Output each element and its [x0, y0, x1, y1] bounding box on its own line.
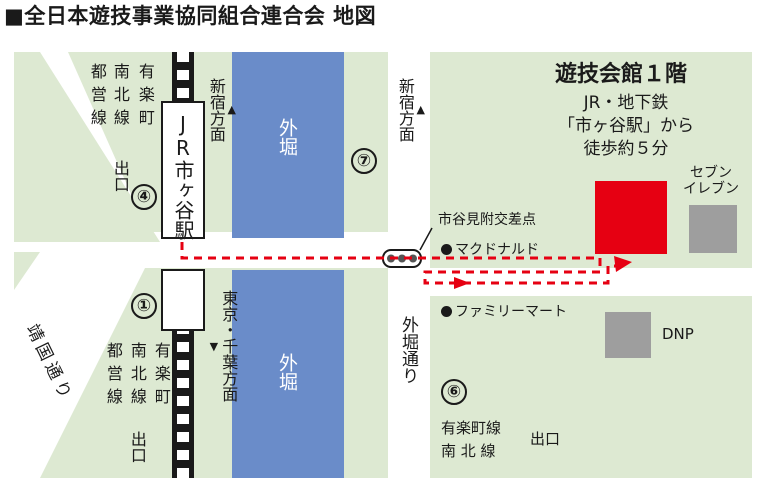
- exit1-line-1: 有楽町: [151, 342, 171, 411]
- mcdonalds-landmark: マクドナルド: [441, 243, 539, 257]
- destination-access-2: 「市ヶ谷駅」から: [558, 116, 694, 136]
- exit-6-marker: ⑥: [441, 379, 467, 405]
- intersection-label: 市谷見附交差点: [438, 212, 536, 228]
- familymart-landmark: ファミリーマート: [441, 305, 567, 319]
- landmark-dot-icon: [441, 306, 452, 317]
- block-west: [14, 252, 40, 290]
- destination-access-3: 徒歩約５分: [583, 139, 669, 159]
- moat-north: [232, 52, 344, 238]
- direction-west-north: ▲新宿方面: [206, 78, 239, 142]
- exit1-exit-label: 出口: [127, 431, 147, 463]
- moat-north-label: 外堀: [276, 118, 298, 156]
- exit6-line-1: 有楽町線: [441, 419, 502, 437]
- station-platform-south: [161, 269, 205, 331]
- triangle-up-icon: ▲: [225, 102, 239, 116]
- exit-4-marker: ④: [131, 184, 157, 210]
- station-name: JR市ヶ谷駅: [171, 112, 195, 240]
- route-arrowhead-icon: [614, 256, 632, 272]
- exit1-line-2: 南北線: [127, 342, 147, 411]
- moat-south: [232, 270, 344, 478]
- direction-east-north: ▲新宿方面: [395, 78, 428, 142]
- direction-east-north-label: 新宿方面: [395, 78, 415, 142]
- landmark-dot-icon: [441, 244, 452, 255]
- exit1-line-3: 都営線: [103, 342, 123, 411]
- seven-eleven-building: [689, 205, 737, 253]
- exit4-line-2: 南北線: [110, 63, 130, 132]
- walking-route: [180, 242, 620, 285]
- exit4-line-3: 都営線: [87, 63, 107, 132]
- station-building: [161, 101, 205, 239]
- sotobori-street-label: 外堀通り: [398, 316, 418, 384]
- block-east-north: [430, 52, 752, 268]
- exit-7-marker: ⑦: [351, 148, 377, 174]
- exit4-line-1: 有楽町: [135, 63, 155, 132]
- destination-building: [595, 181, 667, 254]
- exit4-exit-label: 出口: [110, 160, 130, 192]
- moat-south-label: 外堀: [276, 353, 298, 391]
- direction-south: 東京・千葉方面▼: [207, 290, 239, 402]
- dnp-building: [605, 312, 651, 358]
- seven-eleven-line-2: イレブン: [683, 181, 739, 198]
- triangle-down-icon: ▼: [207, 339, 221, 353]
- direction-west-north-label: 新宿方面: [206, 78, 226, 142]
- map-title: ■全日本遊技事業協同組合連合会 地図: [4, 4, 377, 28]
- triangle-up-icon: ▲: [414, 102, 428, 116]
- direction-south-label: 東京・千葉方面: [219, 290, 239, 402]
- mcdonalds-label: マクドナルド: [455, 242, 539, 258]
- dnp-label: DNP: [662, 325, 694, 343]
- seven-eleven-line-1: セブン: [690, 165, 732, 181]
- exit6-exit-label: 出口: [530, 430, 561, 448]
- exit-1-marker: ①: [131, 293, 157, 319]
- route-arrowhead-icon: [454, 277, 470, 289]
- destination-access-1: JR・地下鉄: [583, 93, 669, 113]
- familymart-label: ファミリーマート: [455, 304, 567, 320]
- seven-eleven-label: セブン イレブン: [676, 165, 746, 197]
- exit6-line-2: 南 北 線: [441, 442, 496, 460]
- block-east-south: [430, 296, 752, 478]
- signal-leader-line: [419, 227, 433, 251]
- destination-name: 遊技会館１階: [555, 62, 688, 87]
- block-northwest: [14, 52, 160, 242]
